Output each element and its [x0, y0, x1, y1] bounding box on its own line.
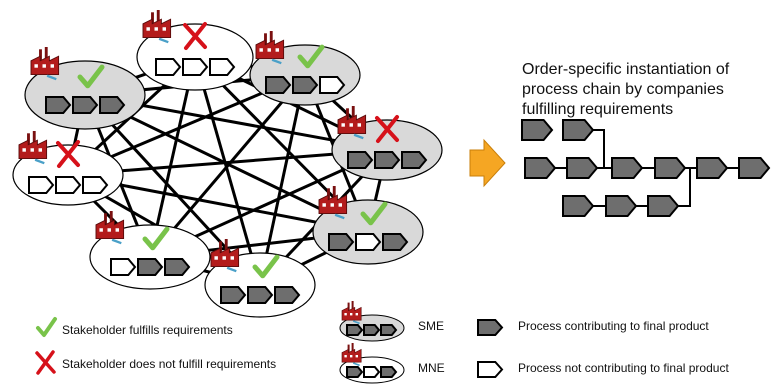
network-link	[258, 74, 307, 286]
legend-step	[363, 366, 381, 378]
factory-icon	[341, 300, 363, 325]
network-link	[148, 74, 307, 258]
process-step	[155, 58, 182, 76]
company-node	[12, 129, 124, 206]
process-step	[274, 286, 301, 304]
chain-step	[521, 119, 554, 141]
cross-icon	[375, 115, 399, 143]
process-dark-icon	[477, 319, 504, 336]
legend-step	[363, 324, 381, 336]
title-line-1: Order-specific instantiation of	[522, 61, 730, 78]
process-step	[265, 76, 292, 94]
check-icon	[36, 317, 57, 337]
legend-sme-label: SME	[418, 319, 444, 333]
process-step	[99, 96, 126, 114]
legend-step	[346, 324, 364, 336]
chain-step	[696, 157, 729, 179]
process-step	[55, 176, 82, 194]
check-icon	[297, 44, 325, 69]
factory-icon	[29, 45, 60, 81]
cross-icon	[183, 22, 207, 50]
check-icon	[360, 201, 388, 226]
process-step	[355, 233, 382, 251]
factory-icon	[94, 209, 125, 245]
process-step	[319, 76, 346, 94]
legend-mne-label: MNE	[418, 361, 445, 375]
company-node	[331, 104, 443, 181]
chain-step	[524, 157, 557, 179]
legend: Stakeholder fulfills requirements Stakeh…	[35, 300, 729, 384]
company-node	[249, 29, 361, 106]
chain-connector	[678, 168, 691, 207]
company-node	[204, 237, 316, 318]
factory-icon	[254, 29, 285, 65]
process-step	[45, 96, 72, 114]
factory-icon	[17, 129, 48, 165]
legend-step	[380, 324, 398, 336]
legend-fulfills-label: Stakeholder fulfills requirements	[62, 323, 233, 337]
instantiated-process-chain	[521, 119, 771, 217]
legend-step	[380, 366, 398, 378]
process-step	[182, 58, 209, 76]
chain-step	[611, 157, 644, 179]
process-step	[164, 258, 191, 276]
legend-not-fulfills-label: Stakeholder does not fulfill requirement…	[62, 357, 276, 371]
chain-step	[566, 157, 599, 179]
cross-icon	[56, 140, 80, 168]
process-step	[328, 233, 355, 251]
factory-icon	[141, 8, 172, 44]
process-step	[82, 176, 109, 194]
process-step	[28, 176, 55, 194]
chain-step	[562, 119, 595, 141]
factory-icon	[209, 237, 240, 273]
chain-step	[647, 195, 680, 217]
legend-step	[346, 366, 364, 378]
title-line-3: fulfilling requirements	[522, 101, 673, 118]
process-step	[72, 96, 99, 114]
process-step	[347, 151, 374, 169]
title-line-2: process chain by companies	[522, 81, 724, 98]
process-step	[374, 151, 401, 169]
chain-step	[562, 195, 595, 217]
company-node	[89, 209, 211, 290]
legend-process-light	[477, 361, 504, 378]
cross-icon	[35, 350, 56, 375]
legend-contributing-label: Process contributing to final product	[518, 319, 709, 333]
check-icon	[77, 64, 105, 89]
arrow-icon	[469, 138, 506, 188]
legend-not-contributing-label: Process not contributing to final produc…	[518, 361, 729, 375]
process-step	[382, 233, 409, 251]
process-step	[292, 76, 319, 94]
sme-icon	[339, 300, 405, 342]
check-icon	[252, 254, 280, 279]
process-step	[137, 258, 164, 276]
legend-process-dark	[477, 319, 504, 336]
company-node	[312, 184, 424, 265]
chain-step	[738, 157, 771, 179]
process-step	[209, 58, 236, 76]
process-step	[401, 151, 428, 169]
network-nodes	[12, 8, 443, 318]
chain-step	[605, 195, 638, 217]
process-step	[247, 286, 274, 304]
mne-icon	[339, 342, 405, 384]
company-node	[24, 45, 146, 130]
process-step	[220, 286, 247, 304]
check-icon	[142, 226, 170, 251]
factory-icon	[317, 184, 348, 220]
chain-connector	[593, 129, 612, 169]
process-light-icon	[477, 361, 504, 378]
chain-step	[654, 157, 687, 179]
company-node	[136, 8, 254, 91]
factory-icon	[341, 342, 363, 367]
process-step	[110, 258, 137, 276]
